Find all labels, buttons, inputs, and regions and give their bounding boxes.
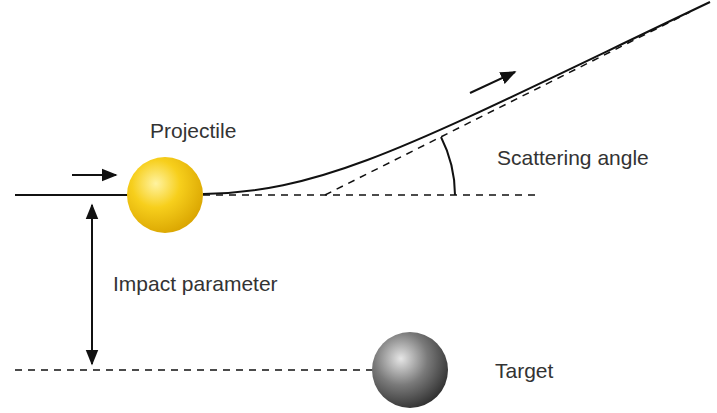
impact-label: Impact parameter [113, 271, 278, 296]
trajectory [203, 2, 710, 194]
undeflected-line [203, 194, 540, 196]
impact-arrow [91, 205, 93, 364]
target-label: Target [495, 358, 553, 383]
direction-arrow [72, 174, 116, 176]
angle-arc [441, 137, 455, 195]
target-axis [15, 369, 400, 371]
direction-arrow [470, 72, 515, 93]
target-ball [372, 332, 448, 408]
projectile-ball [127, 157, 203, 233]
projectile-label: Projectile [150, 118, 236, 143]
angle-label: Scattering angle [497, 145, 649, 170]
incoming-path [15, 194, 128, 196]
asymptote-line [325, 12, 690, 195]
